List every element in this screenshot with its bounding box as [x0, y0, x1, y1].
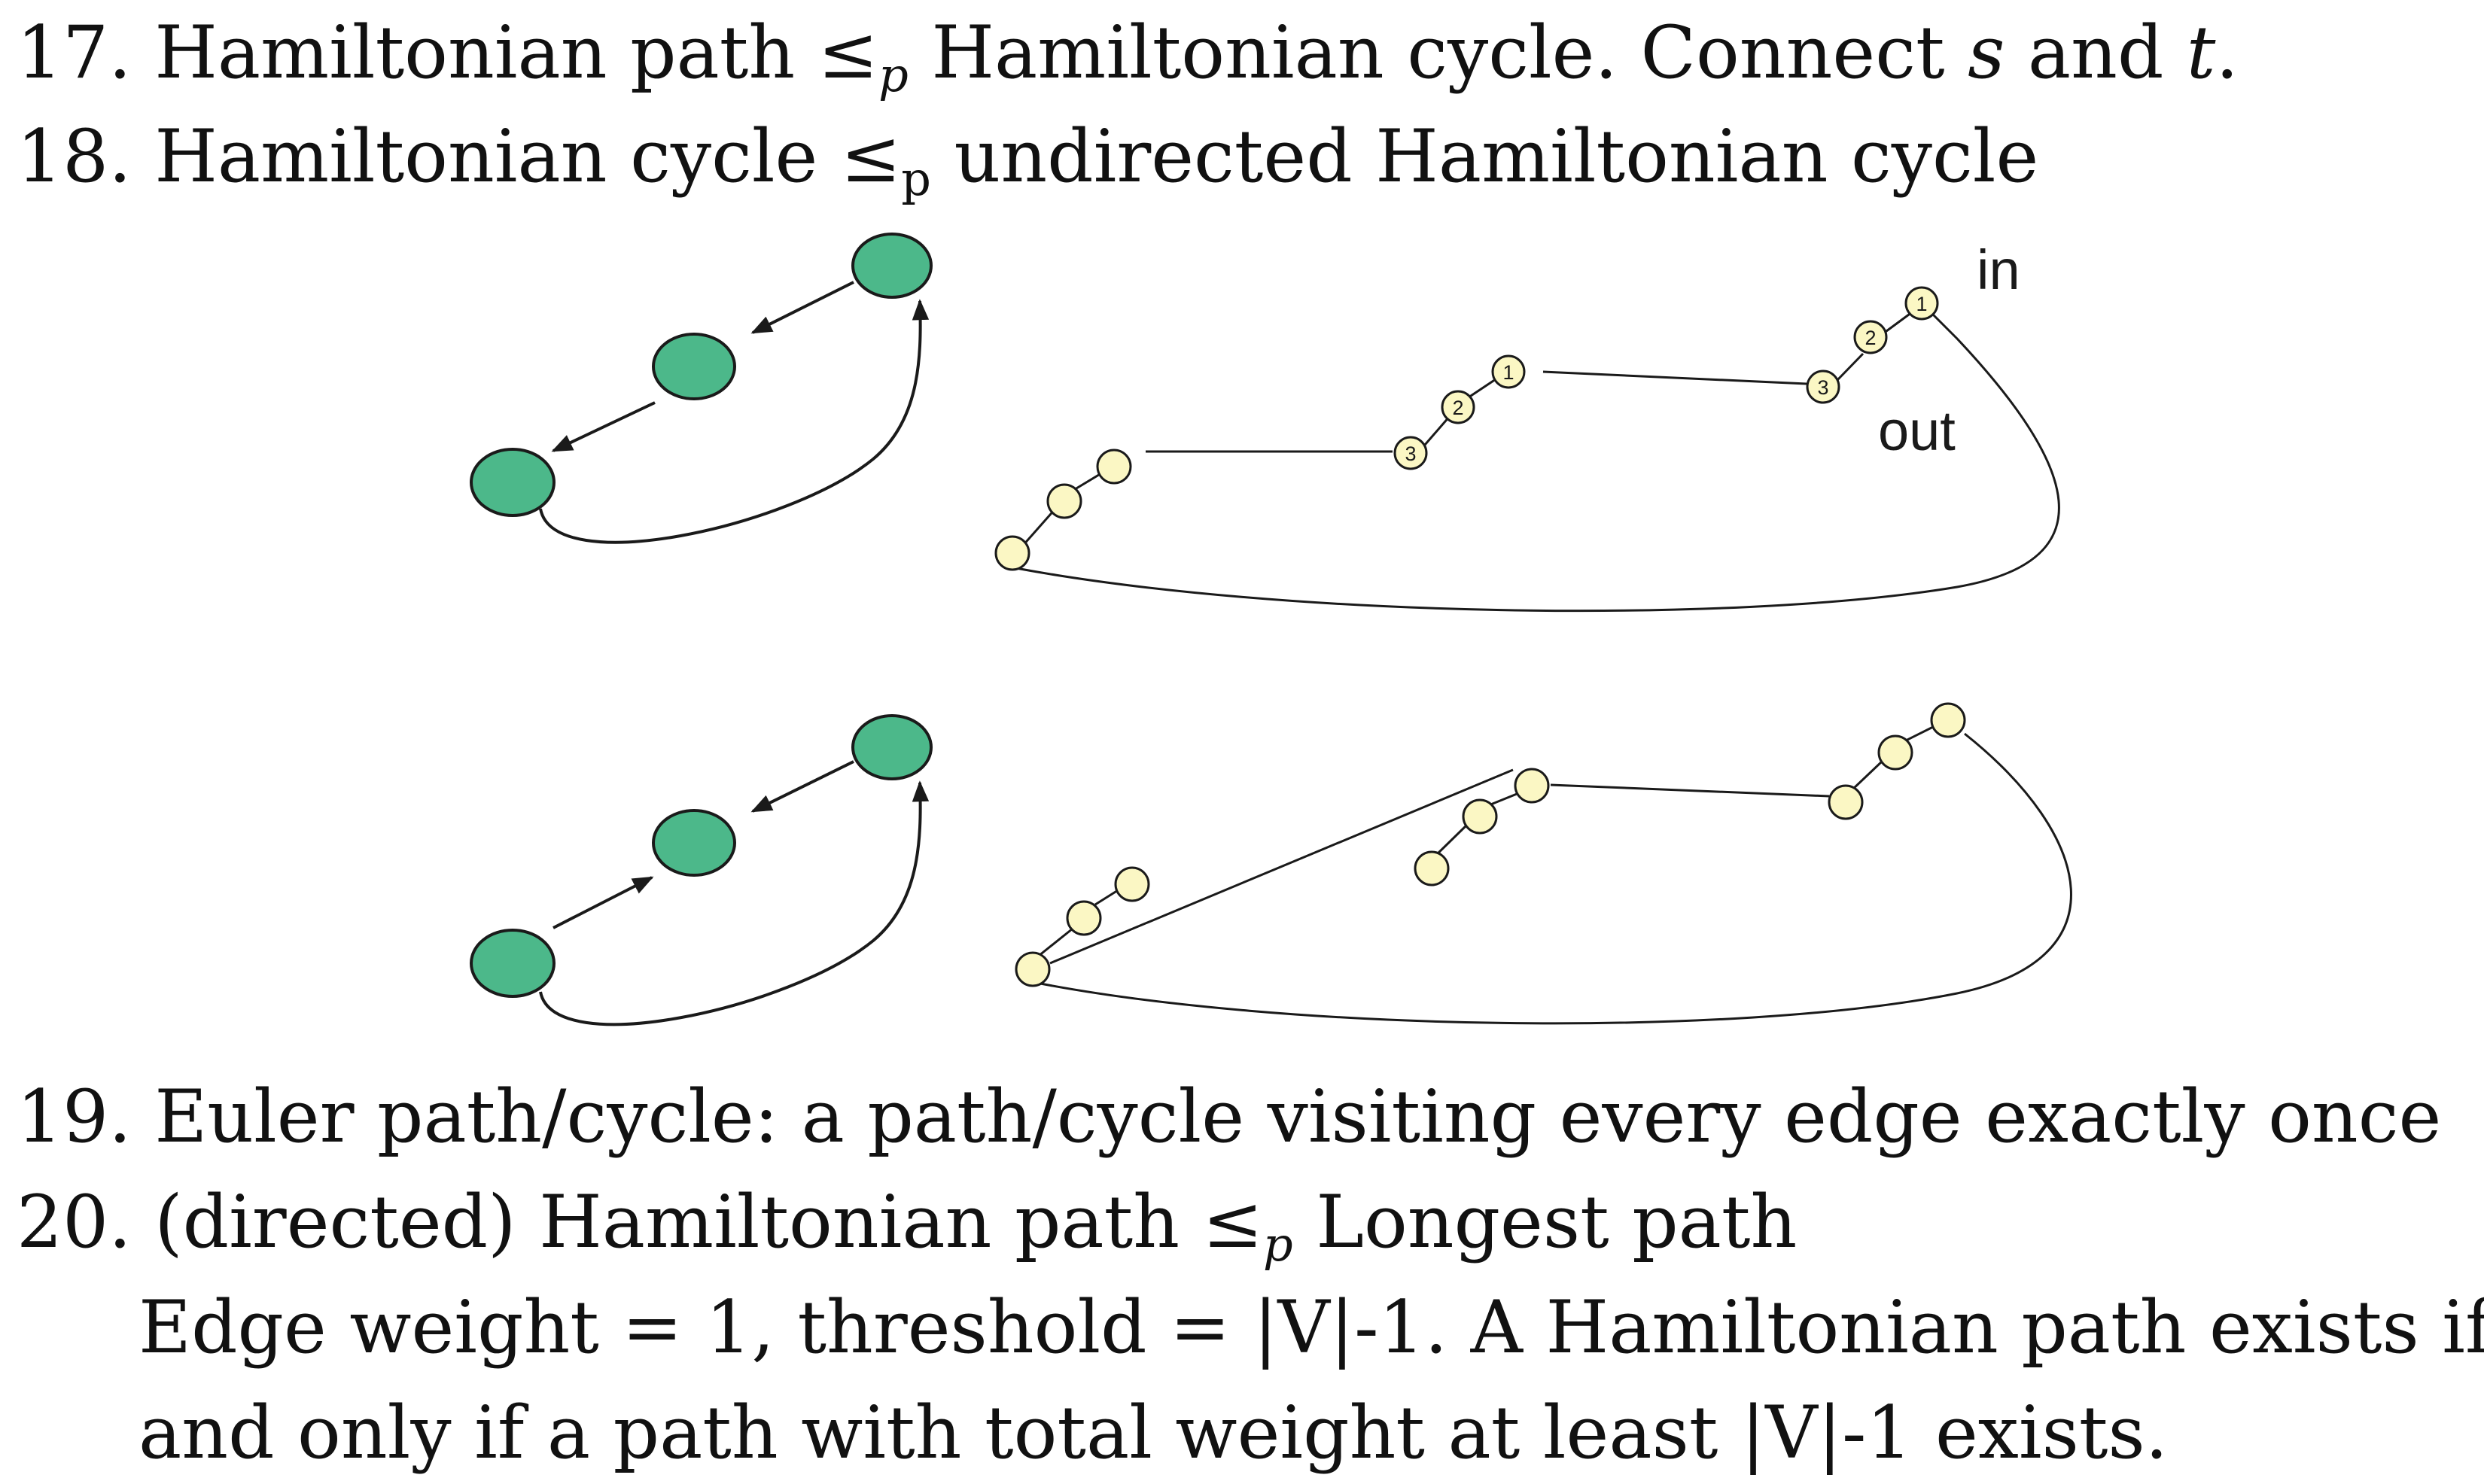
label-in: in [1977, 239, 2020, 301]
graph-node [1514, 768, 1550, 804]
item-text: Hamiltonian path ≤ [154, 11, 879, 95]
graph-node [851, 233, 933, 299]
item-20: 20. (directed) Hamiltonian path ≤p Longe… [17, 1186, 1797, 1268]
graph-node [1930, 702, 1966, 738]
graph-node [851, 714, 933, 780]
directed-graph-top [539, 281, 930, 544]
gadget-nodes-top [994, 286, 1939, 571]
undirected-graph-bottom [1032, 725, 2072, 1025]
gadget-nodes-bottom [1015, 702, 1966, 987]
item-text: Hamiltonian cycle. Connect [908, 11, 1968, 95]
edge [1488, 791, 1521, 807]
edge [1850, 760, 1883, 792]
node-number: 1 [1502, 361, 1514, 384]
node-number: 2 [1452, 397, 1463, 419]
graph-node [1462, 798, 1498, 835]
graph-node [1046, 483, 1082, 519]
edge [1049, 768, 1514, 965]
node-number: 1 [1916, 293, 1927, 315]
item-text: and [2005, 11, 2187, 95]
item-text: Longest path [1292, 1180, 1798, 1264]
edge [1542, 370, 1807, 385]
graph-node [1877, 734, 1913, 771]
item-number: 19. [17, 1075, 132, 1159]
graph-node [1828, 784, 1864, 820]
item-17: 17. Hamiltonian path ≤p Hamiltonian cycl… [17, 17, 2239, 99]
edge [1015, 311, 2060, 613]
graph-node [1066, 900, 1102, 936]
edge [750, 760, 854, 813]
item-number: 18. [17, 114, 132, 199]
item-number: 17. [17, 11, 132, 95]
graph-node [1904, 286, 1939, 321]
var-s: s [1968, 11, 2005, 95]
subscript-p: p [1263, 1217, 1293, 1272]
item-text: (directed) Hamiltonian path ≤ [154, 1180, 1263, 1264]
item-text: Euler path/cycle: a path/cycle visiting … [154, 1075, 2442, 1159]
item-number: 20. [17, 1180, 132, 1264]
item-text: Hamiltonian cycle ≤ [154, 114, 902, 199]
item-18: 18. Hamiltonian cycle ≤p undirected Hami… [17, 120, 2038, 202]
graph-node [1853, 320, 1888, 354]
graph-node [652, 809, 736, 877]
item-20-continuation-2: and only if a path with total weight at … [139, 1391, 2169, 1475]
subscript-p: p [878, 47, 909, 102]
graph-node [470, 448, 556, 517]
node-number: 2 [1865, 327, 1876, 349]
edge [1038, 924, 1077, 957]
graph-node [1114, 866, 1150, 902]
graph-node [470, 929, 556, 998]
graph-node [1441, 390, 1475, 424]
item-text: undirected Hamiltonian cycle [931, 114, 2039, 199]
label-out: out [1878, 400, 1956, 462]
item-19: 19. Euler path/cycle: a path/cycle visit… [17, 1081, 2441, 1153]
edge [1432, 823, 1469, 859]
edge [1883, 311, 1913, 335]
edge [750, 281, 854, 334]
item-text: . [2215, 11, 2239, 95]
edge [1904, 725, 1935, 743]
edge [1032, 732, 2072, 1025]
edge [553, 876, 654, 929]
graph-node [652, 333, 736, 400]
edge [539, 299, 930, 544]
edge [1550, 783, 1830, 798]
edge [551, 401, 656, 452]
graph-node [994, 535, 1030, 571]
item-20-continuation-1: Edge weight = 1, threshold = |V|-1. A Ha… [139, 1285, 2484, 1370]
subscript-p: p [901, 151, 931, 206]
edge [1419, 415, 1451, 451]
graph-node [1393, 436, 1428, 470]
var-t: t [2186, 11, 2216, 95]
edge [1466, 376, 1499, 400]
directed-graph-bottom [539, 760, 930, 1026]
edge [539, 780, 930, 1026]
graph-node [1491, 354, 1526, 389]
edge [1836, 352, 1865, 382]
node-number: 3 [1405, 442, 1416, 465]
graph-node [1015, 951, 1051, 987]
graph-node [1414, 850, 1450, 886]
node-numbers-top: 3 2 1 3 2 1 [1405, 293, 1927, 465]
graph-node [1096, 449, 1132, 485]
graph-node [1806, 369, 1840, 404]
node-number: 3 [1817, 376, 1828, 399]
